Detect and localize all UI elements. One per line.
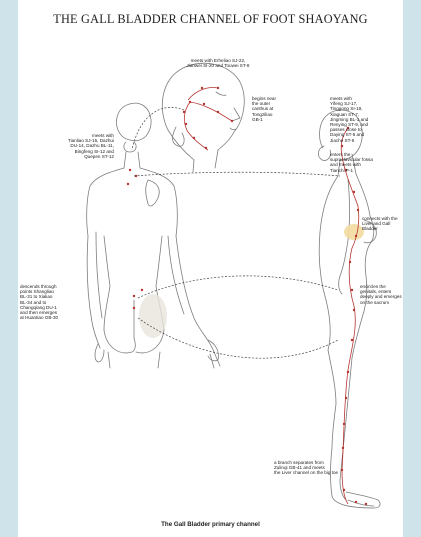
head-figure <box>162 63 244 172</box>
annotation-encircles: encircles the genitals, enters deeply an… <box>360 284 402 305</box>
annotation-meets-top: meets with Erheliao SJ-22, Jianwei SI-20… <box>168 58 268 68</box>
background-panel <box>0 0 18 537</box>
figure-caption: The Gall Bladder primary channel <box>18 521 403 528</box>
diagram-page: THE GALL BLADDER CHANNEL OF FOOT SHAOYAN… <box>18 0 403 537</box>
annotation-branch: a branch separates from Zulinqi GB-41 an… <box>274 460 398 476</box>
annotation-enters: enters the supraclavicular fossa and mee… <box>330 152 402 173</box>
annotation-begins: begins near the outer canthus at Tongzil… <box>252 96 294 122</box>
background-panel-right <box>403 0 421 537</box>
annotation-meets-right: meets with Yifeng SJ-17, Tinggong SI-19,… <box>330 96 396 143</box>
anatomy-figures <box>18 0 403 537</box>
annotation-meets-left: meets with Tianliao SJ-15, Dazhui DU-14,… <box>36 133 114 159</box>
back-highlight <box>139 294 167 338</box>
liver-highlight <box>344 224 364 240</box>
annotation-connects: connects with the Liver and Gall Bladder <box>362 216 402 232</box>
annotation-descends: descends through points Shangliao BL-31 … <box>20 284 88 320</box>
